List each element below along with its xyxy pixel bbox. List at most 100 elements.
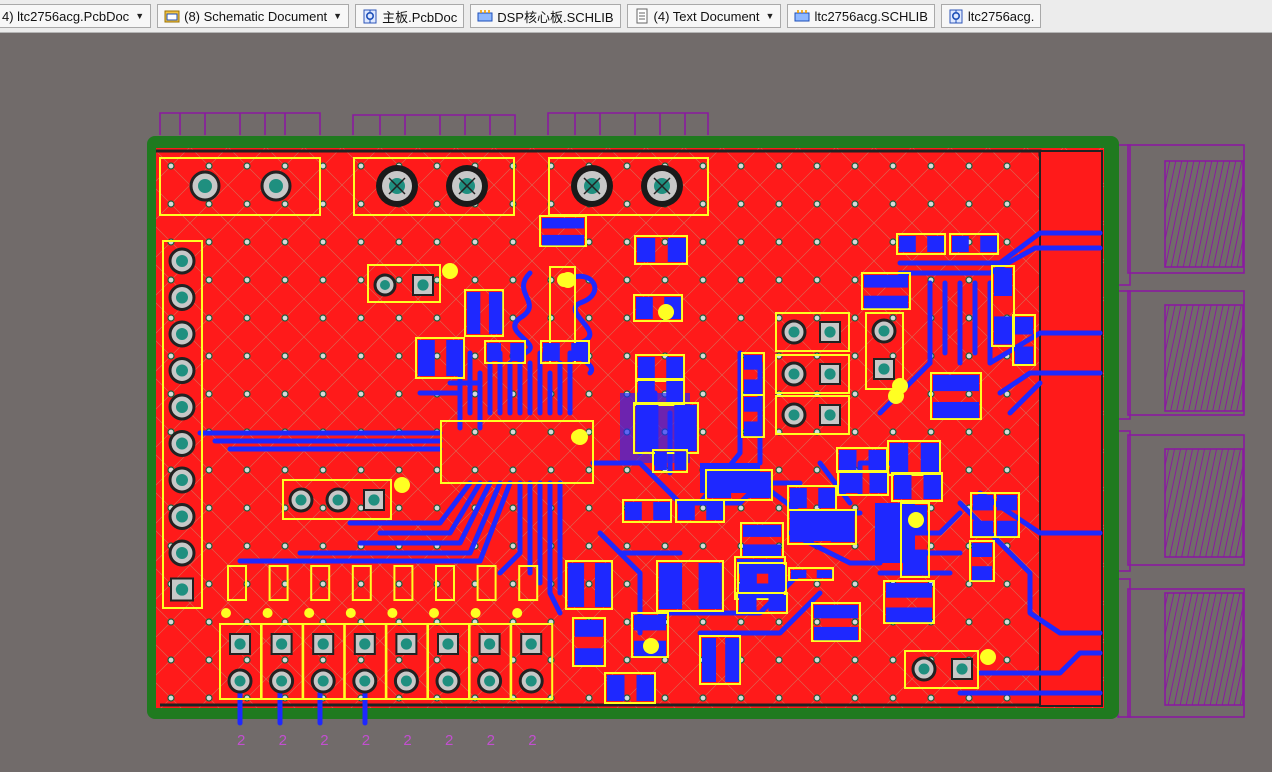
tab-text-documents[interactable]: (4) Text Document ▼ (626, 4, 782, 28)
smd-pad (634, 615, 666, 631)
smd-pad (864, 275, 908, 288)
pad-drill (400, 638, 412, 650)
pin1-marker (470, 608, 481, 618)
smd-pad (868, 450, 886, 470)
smd-pad (790, 488, 807, 508)
pad-drill (956, 663, 968, 675)
smd-footprint (572, 617, 606, 667)
pin1-marker (387, 608, 398, 618)
smd-footprint (675, 499, 725, 523)
pad-drill (442, 638, 454, 650)
pin1-marker (262, 608, 273, 618)
pcb-doc-icon (363, 9, 377, 24)
smd-pad (890, 443, 909, 473)
pad-drill (824, 409, 836, 421)
drill-mark (388, 177, 406, 195)
drill-mark (583, 177, 601, 195)
pad-drill (525, 638, 537, 650)
smd-pad (920, 443, 939, 473)
pin-label: 2 (237, 732, 245, 749)
tab-ltc2756acg-schlib[interactable]: ltc2756acg.SCHLIB (787, 4, 935, 28)
silk-dot (980, 649, 996, 665)
pad-drill (176, 364, 188, 377)
smd-pad (864, 295, 908, 309)
smd-footprint (787, 509, 857, 545)
pad-drill (332, 494, 344, 506)
pad-drill (317, 638, 329, 650)
smd-pad (744, 379, 762, 395)
smd-pad (637, 238, 656, 262)
silk-dot (658, 304, 674, 320)
pin1-marker (429, 608, 439, 618)
smd-pad (571, 343, 589, 361)
terminal-block-outline (353, 157, 515, 216)
smd-pad (923, 475, 941, 499)
smd-footprint (622, 499, 672, 523)
tab-ltc2756acg-pcbdoc-2[interactable]: ltc2756acg. (940, 4, 1042, 28)
tab-dsp-core-schlib[interactable]: DSP核心板.SCHLIB (470, 4, 621, 28)
smd-pad (839, 450, 857, 470)
tab-label: ltc2756acg.SCHLIB (814, 8, 928, 24)
bottom-layer-traces (197, 230, 1103, 726)
smd-pad (814, 626, 858, 641)
smd-pad (997, 520, 1017, 537)
pad-drill (317, 675, 329, 687)
smd-pad (594, 563, 612, 607)
smd-pad (1015, 317, 1033, 335)
resistor-outline (435, 565, 455, 601)
pad-drill (175, 583, 189, 596)
pad-drill (484, 638, 496, 650)
smd-pad (973, 495, 993, 511)
smd-pad (510, 343, 525, 361)
resistor-outline (476, 565, 497, 601)
pad-drill (824, 368, 836, 380)
smd-pad (706, 502, 724, 520)
smd-pad (972, 543, 992, 557)
silk-dot (560, 272, 576, 288)
smd-pad (568, 563, 585, 607)
pin-label: 2 (445, 732, 453, 749)
smd-pad (952, 236, 969, 252)
pad-drill (417, 279, 429, 291)
smd-footprint (887, 440, 941, 476)
smd-pad (638, 357, 655, 379)
smd-footprint (705, 469, 773, 501)
smd-pad (933, 375, 979, 392)
tab-schematic-documents[interactable]: (8) Schematic Document ▼ (157, 4, 350, 28)
pin1-marker (345, 608, 356, 618)
smd-pad (487, 343, 501, 361)
tab-ltc2756acg-pcbdoc[interactable]: 4) ltc2756acg.PcbDoc ▼ (0, 4, 152, 28)
smd-pad (702, 638, 716, 682)
smd-pad (790, 512, 814, 542)
smd-pad (744, 355, 762, 370)
smd-footprint (900, 502, 930, 578)
smd-pad (840, 473, 858, 493)
smd-pad (667, 238, 686, 262)
resistor-outline (518, 565, 539, 601)
pad-drill (176, 437, 188, 450)
smd-footprint (699, 635, 741, 685)
smd-footprint (634, 235, 688, 265)
smd-footprint (652, 449, 688, 473)
tab-mainboard-pcbdoc[interactable]: 主板.PcbDoc (355, 4, 465, 28)
pad-drill (176, 291, 188, 304)
smd-pad (972, 566, 992, 581)
smd-pad (636, 405, 659, 451)
smd-footprint (604, 672, 656, 704)
chevron-down-icon[interactable]: ▼ (765, 11, 775, 21)
chevron-down-icon[interactable]: ▼ (333, 11, 343, 21)
terminal-block-outline (159, 157, 321, 216)
pad-drill (878, 325, 890, 337)
smd-footprint (633, 294, 683, 322)
chevron-down-icon[interactable]: ▼ (135, 11, 145, 21)
smd-pad (655, 452, 667, 470)
document-tab-bar: 4) ltc2756acg.PcbDoc ▼ (8) Schematic Doc… (0, 0, 1272, 33)
pin1-marker (304, 608, 315, 618)
smd-footprint (811, 602, 861, 642)
smd-pad (674, 452, 687, 470)
pin-header-outline (510, 623, 554, 700)
smd-pad (903, 549, 927, 576)
